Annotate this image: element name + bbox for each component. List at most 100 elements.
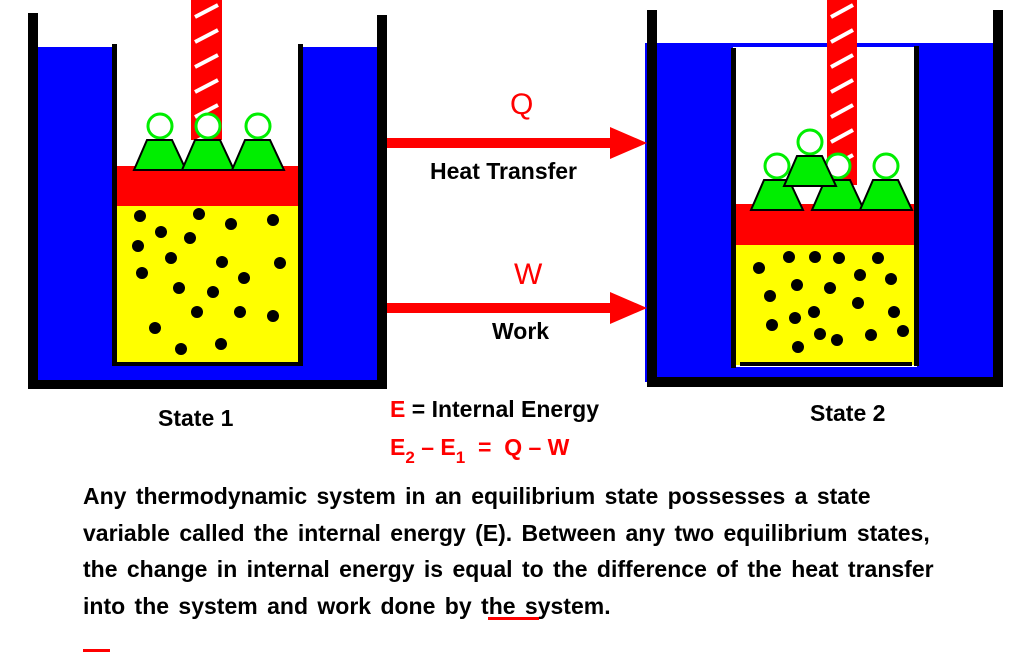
rod-stripe — [194, 78, 219, 94]
first-law-equation: E2 – E1 = Q – W — [390, 434, 569, 468]
rod-stripe — [194, 103, 219, 119]
state2-label: State 2 — [810, 400, 886, 426]
rod-stripe — [830, 53, 854, 69]
rod-stripe — [194, 28, 219, 44]
molecule — [764, 290, 776, 302]
heat-transfer-label: Heat Transfer — [430, 158, 578, 184]
molecule — [753, 262, 765, 274]
molecule — [814, 328, 826, 340]
weights — [749, 128, 914, 211]
equals-sign: = — [405, 396, 432, 422]
underline-into — [488, 617, 539, 620]
piston — [117, 166, 298, 206]
molecule — [132, 240, 144, 252]
paragraph-text: Any thermodynamic system in an equilibri… — [83, 483, 934, 582]
state1-label: State 1 — [158, 405, 234, 431]
heat-arrow — [387, 127, 647, 159]
rod-stripe — [830, 103, 854, 119]
molecule — [184, 232, 196, 244]
rod-stripe — [194, 3, 219, 19]
cylinder-wall-right — [298, 44, 303, 366]
explanation-paragraph: Any thermodynamic system in an equilibri… — [83, 478, 953, 624]
e1-subscript: 1 — [455, 448, 466, 467]
container-wall-right — [993, 10, 1003, 386]
molecule — [207, 286, 219, 298]
work-label: Work — [492, 318, 550, 344]
molecule — [238, 272, 250, 284]
molecule — [173, 282, 185, 294]
molecule — [216, 256, 228, 268]
molecule — [274, 257, 286, 269]
weight — [230, 139, 286, 171]
weight-ring — [872, 152, 900, 180]
molecule — [149, 322, 161, 334]
work-arrow — [387, 292, 647, 324]
weight — [810, 179, 866, 211]
equation-rhs: = Q – W — [465, 434, 570, 460]
molecule — [175, 343, 187, 355]
molecule — [865, 329, 877, 341]
gas — [117, 205, 298, 362]
weight-ring — [796, 128, 824, 156]
molecule — [225, 218, 237, 230]
container-wall-left — [647, 10, 657, 386]
weight-ring — [146, 112, 174, 140]
cylinder-wall-left — [112, 44, 117, 366]
underline-by — [83, 649, 110, 652]
molecule — [792, 341, 804, 353]
molecule — [234, 306, 246, 318]
molecule — [854, 269, 866, 281]
molecule — [897, 325, 909, 337]
weight — [858, 179, 914, 211]
gas-molecules — [753, 251, 909, 353]
molecule — [783, 251, 795, 263]
weight — [180, 139, 236, 171]
molecule — [831, 334, 843, 346]
molecule — [267, 310, 279, 322]
weight — [782, 155, 838, 187]
heat-symbol: Q — [510, 88, 534, 121]
energy-symbol: E — [390, 396, 406, 422]
work-symbol: W — [514, 258, 543, 291]
molecule — [136, 267, 148, 279]
e2: E — [390, 434, 406, 460]
cylinder-bottom — [115, 362, 300, 366]
cylinder-wall-right — [914, 46, 919, 366]
rod-stripe — [830, 128, 854, 144]
molecule — [191, 306, 203, 318]
gas — [736, 245, 915, 365]
weights — [132, 112, 286, 171]
rod-stripe — [194, 53, 219, 69]
paragraph-text: the system and work done — [125, 592, 445, 619]
definition-text: Internal Energy — [431, 396, 599, 422]
weight-ring — [763, 152, 791, 180]
rod-stripe — [830, 78, 854, 94]
gas-molecules — [132, 208, 286, 355]
emphasis-by: by — [444, 592, 472, 619]
molecule — [872, 252, 884, 264]
weight — [132, 139, 188, 171]
container-wall-left — [28, 13, 38, 388]
molecule — [155, 226, 167, 238]
molecule — [267, 214, 279, 226]
molecule — [165, 252, 177, 264]
container-bottom — [647, 377, 1003, 387]
molecule — [885, 273, 897, 285]
molecule — [791, 279, 803, 291]
molecule — [808, 306, 820, 318]
minus: – — [414, 434, 441, 460]
rod-stripe — [830, 28, 854, 44]
molecule — [766, 319, 778, 331]
internal-energy-definition: E = Internal Energy — [390, 396, 599, 423]
state1-apparatus — [28, 0, 387, 389]
molecule — [215, 338, 227, 350]
molecule — [824, 282, 836, 294]
emphasis-into: into — [83, 592, 126, 619]
molecule — [134, 210, 146, 222]
paragraph-text: the system. — [471, 592, 611, 619]
molecule — [809, 251, 821, 263]
weight-ring — [194, 112, 222, 140]
e2-subscript: 2 — [405, 448, 415, 467]
container-wall-right — [377, 15, 387, 388]
